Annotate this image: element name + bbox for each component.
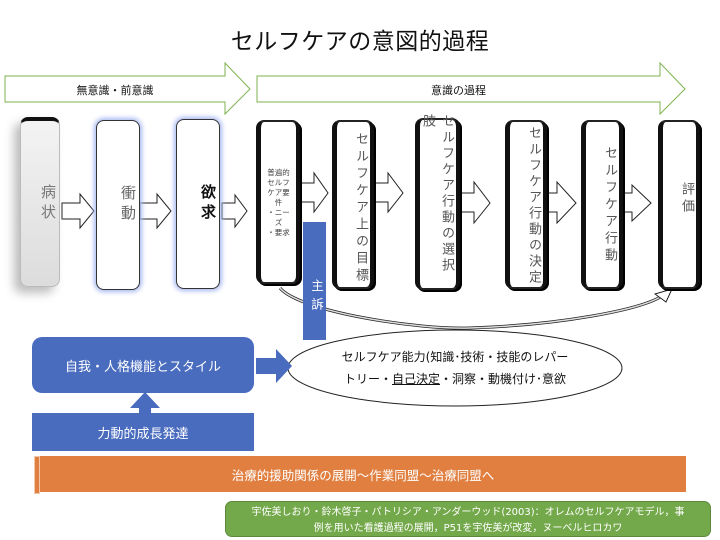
- chief-complaint-box: 主訴: [303, 222, 326, 340]
- step-action: セルフケア行動: [581, 120, 623, 289]
- citation-line-1: 宇佐美しおり・鈴木啓子・パトリシア・アンダーウッド(2003)：オレムのセルフケ…: [251, 507, 685, 518]
- feedback-curve-arrow: [278, 286, 663, 330]
- step-impulse: 衝動: [96, 120, 140, 290]
- step-evaluation: 評価: [658, 120, 700, 289]
- citation-line-2: 例を用いた看護過程の展開，P51を宇佐美が改変，ヌーベルヒロカワ: [313, 523, 623, 534]
- step-decision-label: セルフケア行動の決定: [526, 126, 541, 286]
- conscious-banner-arrow: [256, 61, 686, 116]
- step-arrow-1: [61, 192, 95, 230]
- conscious-banner-label: 意識の過程: [431, 84, 486, 97]
- step-arrow-6: [454, 180, 491, 225]
- self-care-ability-text: セルフケア能力(知識･技術・技能のレパー トリー・自己決定・洞察・動機付け･意欲: [300, 346, 610, 390]
- development-to-ego-arrow: [130, 392, 160, 420]
- self-determination-underlined: 自己決定: [391, 372, 440, 386]
- step-goal-label: セルフケア上の目標: [353, 132, 368, 285]
- dynamic-development-box: 力動的成長発達: [32, 413, 254, 451]
- unconscious-banner-arrow: [4, 61, 251, 116]
- ego-personality-box: 自我・人格機能とスタイル: [32, 337, 254, 393]
- step-requisites-label: 普遍的 セルフ ケア要 件 ・ニー ズ ・要求: [267, 168, 290, 237]
- step-arrow-4: [295, 171, 329, 214]
- unconscious-banner-label: 無意識・前意識: [76, 84, 154, 97]
- ability-line-1: セルフケア能力(知識･技術・技能のレパー: [341, 350, 569, 364]
- scroll-bar-left-edge: [34, 456, 40, 494]
- step-action-label: セルフケア行動: [602, 146, 617, 265]
- step-arrow-2: [139, 192, 172, 230]
- step-arrow-5: [369, 171, 404, 214]
- feedback-arrowhead: [653, 288, 673, 303]
- diagram-title: セルフケアの意図的過程: [230, 29, 490, 55]
- step-requisites: 普遍的 セルフ ケア要 件 ・ニー ズ ・要求: [256, 120, 300, 284]
- step-options: セルフケア行動の選択肢: [415, 114, 460, 290]
- ego-to-ability-arrow: [256, 349, 292, 383]
- step-desire-label: 欲求: [199, 184, 217, 224]
- therapeutic-relationship-bar: 治療的援助関係の展開〜作業同盟〜治療同盟へ: [40, 456, 686, 492]
- step-symptom: 病状: [20, 117, 60, 287]
- citation-box: 宇佐美しおり・鈴木啓子・パトリシア・アンダーウッド(2003)：オレムのセルフケ…: [225, 501, 711, 537]
- step-desire: 欲求: [176, 119, 220, 289]
- step-arrow-3: [221, 193, 248, 229]
- step-options-label: セルフケア行動の選択肢: [420, 114, 454, 274]
- step-goal: セルフケア上の目標: [332, 120, 374, 289]
- step-evaluation-label: 評価: [679, 182, 694, 216]
- step-impulse-label: 衝動: [119, 185, 137, 225]
- step-decision: セルフケア行動の決定: [505, 120, 547, 289]
- ability-line-2: トリー・自己決定・洞察・動機付け･意欲: [343, 372, 567, 386]
- step-symptom-label: 病状: [39, 183, 57, 224]
